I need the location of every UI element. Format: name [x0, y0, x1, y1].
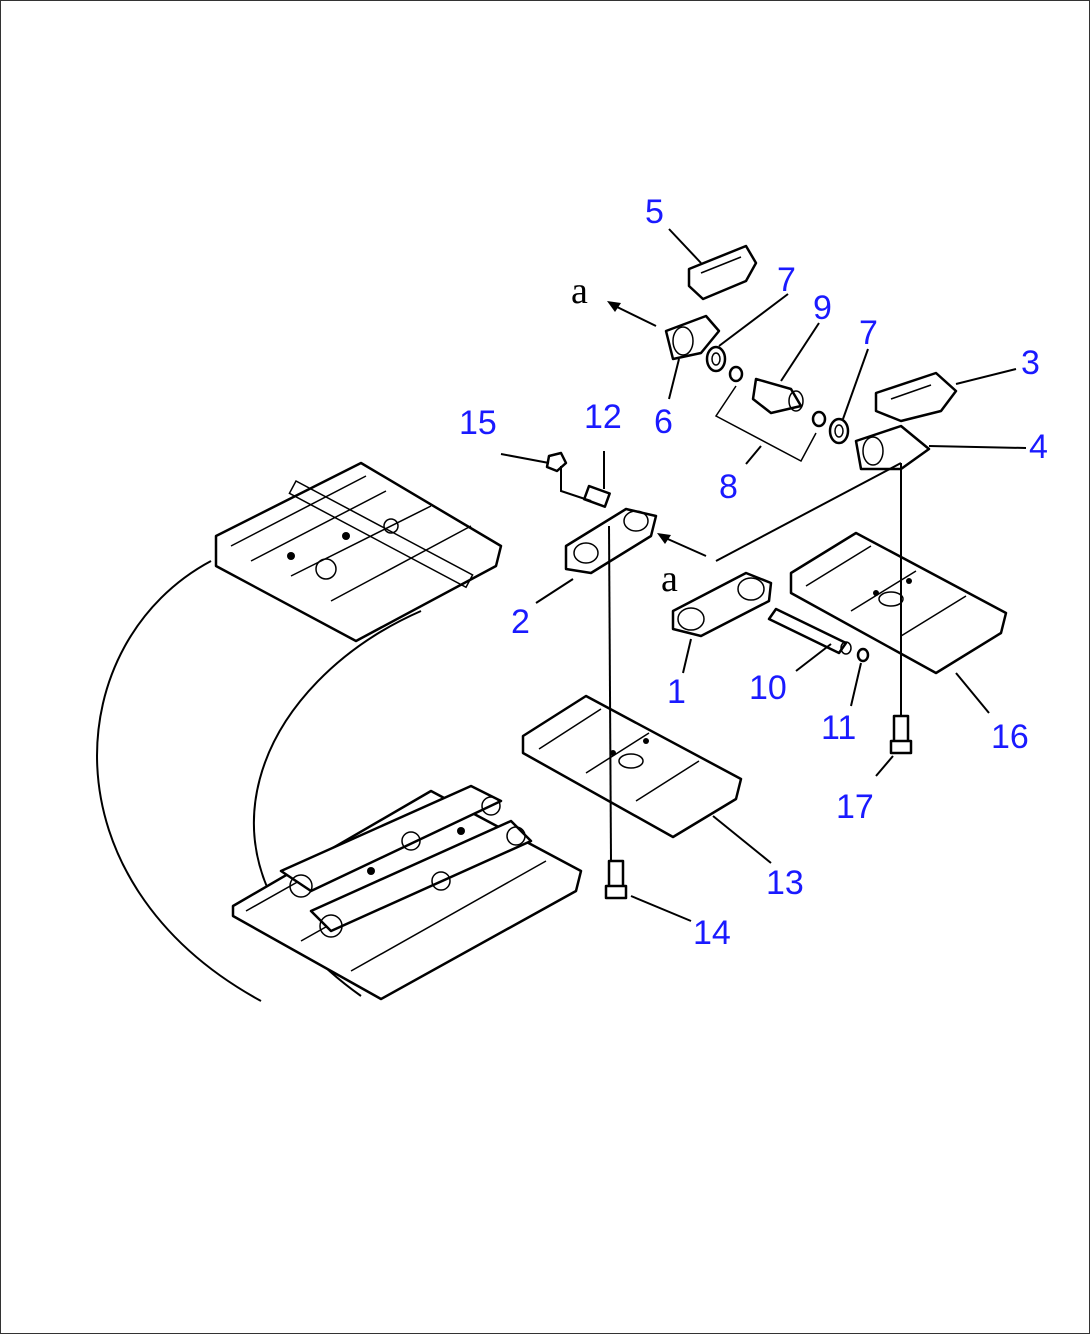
callout-15: 15 [459, 404, 497, 442]
callout-10: 10 [749, 669, 787, 707]
callout-8: 8 [719, 468, 738, 506]
part-3-link-cover [874, 371, 958, 423]
part-4-link-half [854, 424, 931, 471]
callout-3: 3 [1021, 344, 1040, 382]
callout-9: 9 [813, 289, 832, 327]
callout-12: 12 [584, 398, 622, 436]
ref-letter-a-top: a [571, 270, 588, 312]
callout-14: 14 [693, 914, 731, 952]
callout-6: 6 [654, 403, 673, 441]
callout-5: 5 [645, 193, 664, 231]
part-16-track-shoe [789, 531, 1008, 675]
callout-7-left: 7 [777, 261, 796, 299]
callout-1: 1 [667, 673, 686, 711]
leader-lines [500, 228, 1027, 922]
part-11-retainer [856, 647, 870, 663]
callout-7-right: 7 [859, 314, 878, 352]
part-17-shoe-bolt [889, 714, 913, 755]
callout-16: 16 [991, 718, 1029, 756]
part-6-link-half [664, 314, 721, 361]
part-12-bolt [582, 484, 611, 508]
part-7-seal-left [705, 345, 727, 373]
callout-4: 4 [1029, 428, 1048, 466]
callout-13: 13 [766, 864, 804, 902]
callout-11: 11 [821, 709, 856, 747]
callout-17: 17 [836, 788, 874, 826]
part-8-bracket-line [714, 385, 817, 463]
part-7-seal-right [828, 417, 850, 445]
part-5-link-cover [687, 244, 758, 301]
part-1-master-link [671, 571, 773, 638]
part-2-master-link [564, 507, 658, 575]
part-14-shoe-bolt [604, 859, 628, 900]
track-belt [96, 461, 583, 1002]
callout-2: 2 [511, 603, 530, 641]
part-9-bushing [728, 365, 827, 428]
ref-letter-a-mid: a [661, 558, 678, 600]
part-15-nut [545, 451, 568, 473]
part-13-track-shoe [521, 694, 743, 839]
part-10-pin [767, 607, 852, 655]
